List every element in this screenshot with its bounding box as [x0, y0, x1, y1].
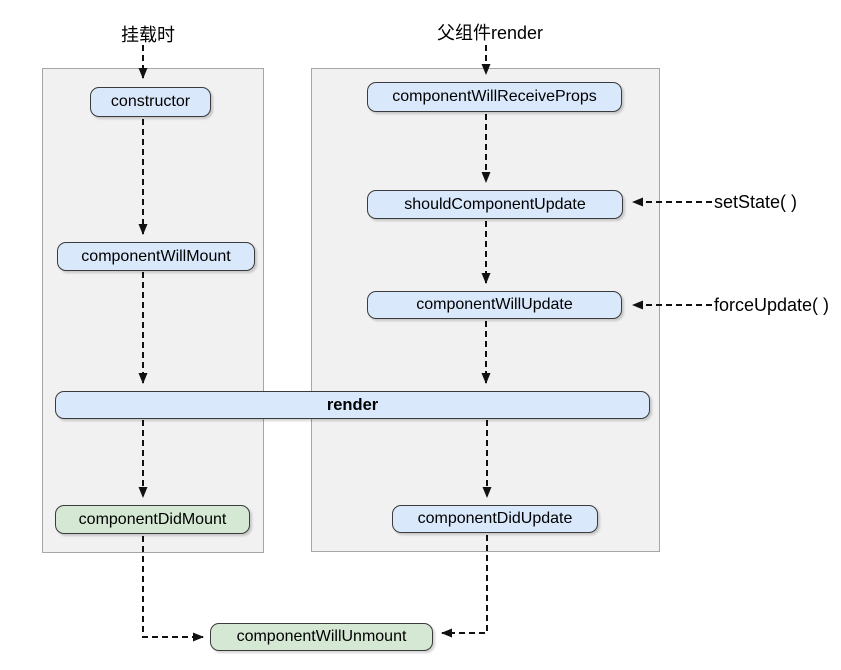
mount-trigger-label: 挂载时: [121, 25, 175, 45]
forceupdate-call-label: forceUpdate( ): [714, 295, 830, 315]
node-component-will-mount: componentWillMount: [57, 242, 255, 271]
mounting-phase-panel: [42, 68, 264, 553]
setstate-call-label: setState( ): [714, 192, 798, 212]
node-component-will-update: componentWillUpdate: [367, 291, 622, 319]
node-component-will-unmount: componentWillUnmount: [210, 623, 433, 651]
node-component-did-mount: componentDidMount: [55, 505, 250, 534]
node-should-component-update: shouldComponentUpdate: [367, 190, 623, 219]
parent-render-trigger-label: 父组件render: [436, 23, 544, 43]
node-constructor: constructor: [90, 87, 211, 117]
node-component-did-update: componentDidUpdate: [392, 505, 598, 533]
node-component-will-receive-props: componentWillReceiveProps: [367, 82, 622, 112]
node-render: render: [55, 391, 650, 419]
